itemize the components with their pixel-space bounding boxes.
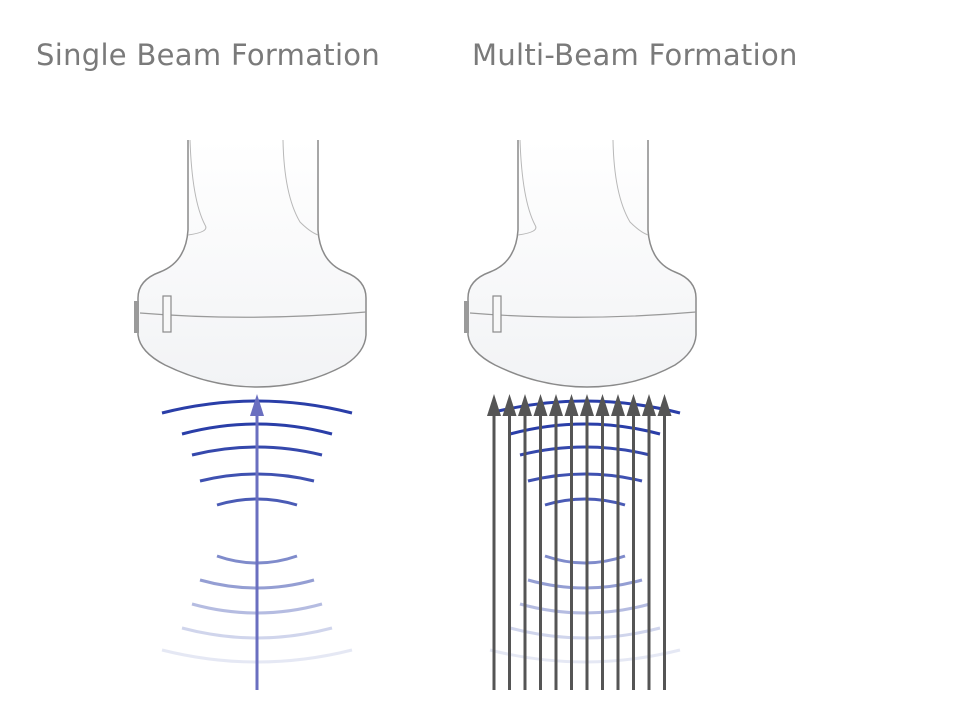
beam-arrowhead	[564, 394, 579, 416]
wave-arc	[509, 626, 661, 640]
waves-multi	[489, 399, 681, 664]
beam-arrowhead	[250, 394, 264, 416]
single-beam-title: Single Beam Formation	[36, 38, 381, 72]
beams-single	[250, 394, 264, 690]
beams-multi	[487, 394, 672, 690]
beam-arrowhead	[487, 394, 501, 416]
beam-arrowhead	[657, 394, 672, 416]
beam-arrowhead	[642, 394, 656, 416]
beam-arrowhead	[549, 394, 563, 416]
beam-arrowhead	[626, 394, 641, 416]
wave-arc	[527, 472, 643, 483]
multi-beam-panel	[463, 139, 697, 690]
beam-arrowhead	[518, 394, 532, 416]
wave-arc	[489, 648, 681, 664]
beam-arrowhead	[595, 394, 610, 416]
single-beam-panel	[133, 139, 367, 690]
beam-arrowhead	[533, 394, 548, 416]
beam-arrowhead	[611, 394, 625, 416]
wave-arc	[519, 445, 651, 457]
probe-single	[133, 139, 367, 388]
probe-multi	[463, 139, 697, 388]
beam-arrowhead	[502, 394, 517, 416]
wave-arc	[509, 422, 661, 436]
multi-beam-title: Multi-Beam Formation	[472, 38, 798, 72]
wave-arc	[527, 578, 643, 590]
wave-arc	[519, 602, 651, 615]
beam-arrowhead	[580, 394, 594, 416]
